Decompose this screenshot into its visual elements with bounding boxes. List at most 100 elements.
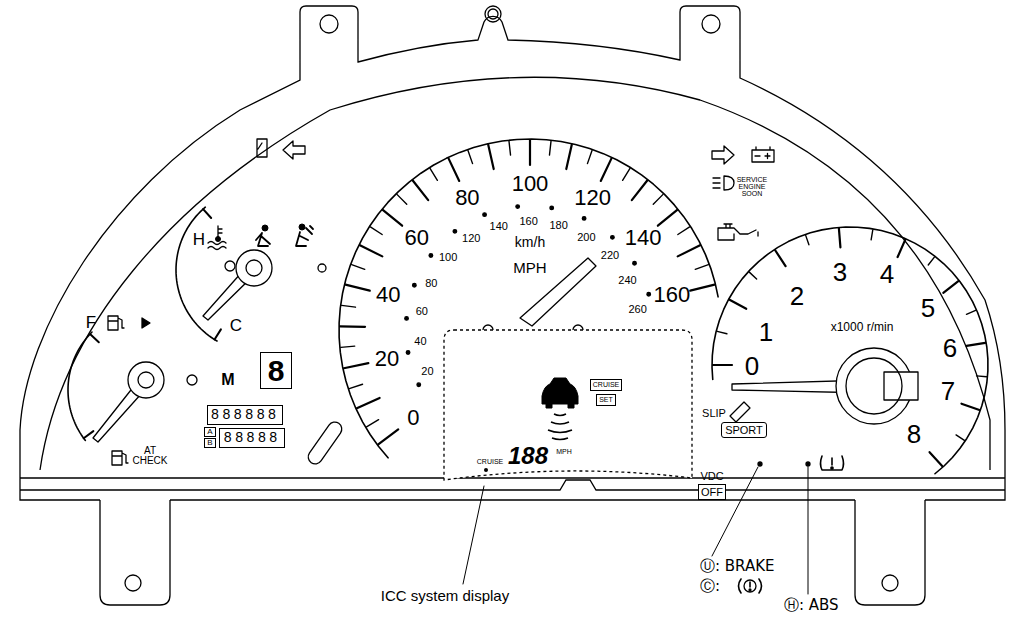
- indicator-box: 8: [260, 352, 293, 389]
- turn-left-icon: [283, 141, 305, 159]
- label-box: Ⓗ: ABS: [784, 596, 839, 614]
- speed-tick: [566, 145, 571, 169]
- printed-label: 140: [490, 220, 508, 232]
- speed-tick: [378, 429, 398, 444]
- speed-tick: [695, 265, 708, 270]
- printed-label: MPH: [513, 259, 546, 276]
- temp-tick: [203, 209, 211, 218]
- text-holder: 188: [508, 444, 548, 468]
- node-text: VDC: [700, 470, 723, 482]
- printed-label: 80: [455, 185, 479, 210]
- label-box: SLIP: [702, 403, 726, 421]
- dial-screw: [225, 261, 235, 271]
- speed-tick: [601, 158, 612, 181]
- node-text: A: [207, 427, 212, 436]
- printed-label: ICC system display: [381, 587, 509, 604]
- tach-tick: [775, 250, 785, 266]
- label-box: 140: [625, 227, 662, 249]
- printed-label: 240: [618, 274, 636, 286]
- label-box: 260: [628, 299, 646, 317]
- fuel-door-arrow: [142, 318, 150, 328]
- label-box: 100: [439, 247, 457, 265]
- label-box: 40: [414, 331, 426, 349]
- trip-knob: [306, 419, 345, 466]
- label-box: C: [230, 317, 242, 335]
- speed-tick: [397, 194, 407, 204]
- text-holder: A: [207, 428, 212, 437]
- speed-tick: [370, 227, 382, 235]
- kmh-dot: [429, 254, 433, 258]
- housing-outline: [20, 6, 1005, 605]
- tach-tick: [930, 452, 943, 466]
- temp-arc: [176, 207, 217, 341]
- callout-dot: [758, 462, 762, 466]
- printed-label: SLIP: [702, 407, 726, 419]
- tach-needle-tail: [884, 372, 918, 400]
- temp-hub-inner: [246, 260, 262, 276]
- tach-tick: [966, 343, 985, 346]
- label-box: 3: [833, 259, 847, 285]
- label-box: 120: [574, 187, 611, 209]
- printed-label: M: [221, 371, 234, 388]
- node-text: 188: [508, 442, 548, 469]
- label-box: M: [221, 371, 234, 389]
- text-holder: CRUISE: [477, 455, 503, 466]
- printed-label: SERVICE ENGINE SOON: [736, 176, 768, 197]
- label-box: Ⓤ: BRAKE: [700, 557, 775, 575]
- text-holder: 888888: [211, 407, 279, 422]
- printed-label: 100: [512, 171, 549, 196]
- seatbelt-icon: [256, 233, 270, 246]
- tach-hub-inner: [846, 358, 902, 414]
- fuel-tick: [84, 431, 94, 438]
- kmh-dot: [611, 236, 615, 240]
- label-box: SERVICE ENGINE SOON: [736, 176, 768, 197]
- airbag-head: [299, 224, 305, 230]
- kmh-dot: [453, 230, 457, 234]
- label-box: 240: [618, 270, 636, 288]
- indicator-box: SPORT: [721, 422, 767, 438]
- speed-tick: [344, 363, 368, 368]
- dial-screw: [318, 264, 326, 272]
- printed-label: 0: [407, 405, 419, 430]
- node-text: SET: [599, 396, 613, 403]
- speed-tick: [357, 398, 380, 408]
- printed-label: 80: [425, 277, 437, 289]
- text-holder: B: [207, 439, 212, 448]
- printed-label: C: [230, 316, 242, 335]
- label-box: 60: [416, 301, 428, 319]
- kmh-dot: [550, 206, 554, 210]
- printed-label: 180: [549, 219, 567, 231]
- speed-tick: [349, 384, 362, 388]
- callout-dot: [484, 468, 488, 472]
- temp-hub: [236, 250, 272, 286]
- printed-label: 200: [577, 231, 595, 243]
- speed-tick: [360, 245, 382, 256]
- speed-tick: [341, 346, 355, 347]
- tach-tick: [839, 228, 841, 247]
- printed-label: 7: [941, 376, 955, 406]
- printed-label: 20: [375, 346, 399, 371]
- printed-label: x1000 r/min: [831, 320, 894, 334]
- kmh-dot: [417, 383, 421, 387]
- tach-tick: [961, 404, 979, 410]
- leader-line: [463, 486, 484, 584]
- label-box: 120: [462, 228, 480, 246]
- tpms-dot: [831, 467, 833, 469]
- speed-tick: [529, 140, 531, 165]
- printed-label: 40: [414, 335, 426, 347]
- dial-screw: [187, 375, 197, 385]
- indicator-box: B: [204, 438, 215, 449]
- printed-label: 160: [519, 215, 537, 227]
- printed-label: 40: [376, 282, 400, 307]
- label-box: 7: [941, 378, 955, 404]
- kmh-dot: [633, 261, 637, 265]
- speed-tick: [488, 145, 493, 169]
- speed-tick: [345, 285, 369, 291]
- distance-bars: [548, 414, 572, 440]
- label-box: 2: [790, 283, 804, 309]
- label-box: F: [86, 314, 96, 332]
- tach-tick: [713, 364, 732, 366]
- airbag-icon: [296, 226, 313, 246]
- tach-tick: [928, 257, 934, 265]
